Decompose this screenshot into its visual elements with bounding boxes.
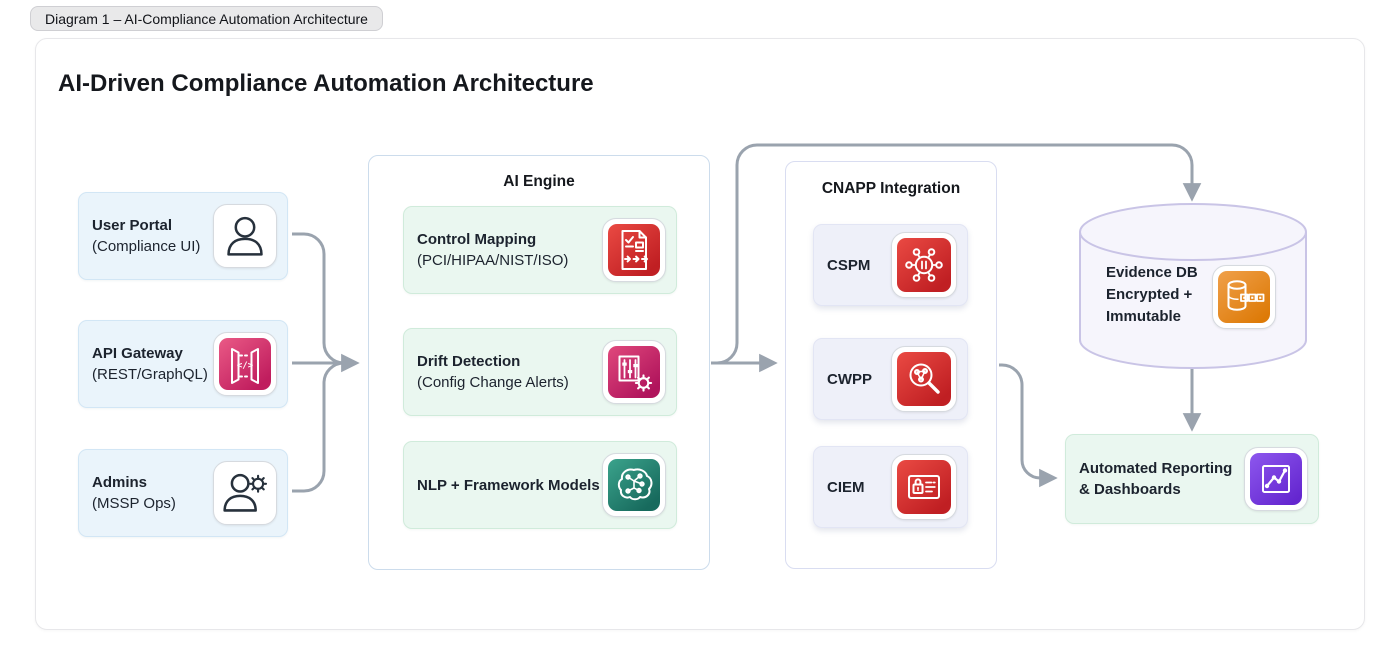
page-title: AI-Driven Compliance Automation Architec… — [58, 70, 594, 97]
node-automated-reporting: Automated Reporting & Dashboards — [1065, 434, 1319, 524]
diagram-caption-pill: Diagram 1 – AI-Compliance Automation Arc… — [30, 6, 383, 31]
ciem-id-lock-icon — [891, 454, 957, 520]
evidence-db-line1: Evidence DB — [1106, 264, 1198, 281]
node-title: Automated Reporting — [1079, 460, 1233, 477]
node-ciem-label: CIEM — [827, 477, 865, 498]
node-admins: Admins (MSSP Ops) — [78, 449, 288, 537]
node-subtitle: (REST/GraphQL) — [92, 366, 208, 383]
node-control-mapping-label: Control Mapping (PCI/HIPAA/NIST/ISO) — [417, 229, 568, 271]
node-reporting-label: Automated Reporting & Dashboards — [1079, 458, 1232, 500]
node-subtitle: (PCI/HIPAA/NIST/ISO) — [417, 252, 569, 269]
drift-detection-icon — [602, 340, 666, 404]
cspm-hub-icon — [891, 232, 957, 298]
node-title: User Portal — [92, 217, 173, 234]
node-admins-label: Admins (MSSP Ops) — [92, 472, 176, 514]
dashboard-chart-icon — [1244, 447, 1308, 511]
node-user-portal: User Portal (Compliance UI) — [78, 192, 288, 280]
evidence-db-line3: Immutable — [1106, 308, 1182, 325]
cwpp-magnifier-icon — [891, 346, 957, 412]
node-title: API Gateway — [92, 345, 183, 362]
node-user-portal-label: User Portal (Compliance UI) — [92, 215, 200, 257]
node-subtitle: (MSSP Ops) — [92, 495, 176, 512]
node-cspm-label: CSPM — [827, 255, 870, 276]
node-title: Admins — [92, 474, 148, 491]
node-drift-detection-label: Drift Detection (Config Change Alerts) — [417, 351, 569, 393]
node-title-line2: & Dashboards — [1079, 481, 1181, 498]
cnapp-title: CNAPP Integration — [821, 180, 961, 197]
node-nlp-framework-models: NLP + Framework Models — [403, 441, 677, 529]
node-drift-detection: Drift Detection (Config Change Alerts) — [403, 328, 677, 416]
control-mapping-icon — [602, 218, 666, 282]
node-api-gateway: API Gateway (REST/GraphQL) </> — [78, 320, 288, 408]
node-title: CSPM — [827, 256, 871, 274]
database-ledger-icon — [1212, 265, 1276, 329]
node-nlp-label: NLP + Framework Models — [417, 475, 600, 496]
node-title: Drift Detection — [417, 353, 521, 370]
node-cspm: CSPM — [813, 224, 968, 306]
evidence-db-line2: Encrypted + — [1106, 286, 1193, 303]
person-icon — [213, 204, 277, 268]
node-title: NLP + Framework Models — [417, 476, 600, 494]
nlp-framework-icon — [602, 453, 666, 517]
api-gateway-icon: </> — [213, 332, 277, 396]
node-cwpp-label: CWPP — [827, 369, 872, 390]
node-control-mapping: Control Mapping (PCI/HIPAA/NIST/ISO) — [403, 206, 677, 294]
node-title: CIEM — [827, 478, 865, 496]
api-glyph-text: </> — [237, 361, 254, 371]
node-api-gateway-label: API Gateway (REST/GraphQL) — [92, 343, 208, 385]
node-cwpp: CWPP — [813, 338, 968, 420]
node-ciem: CIEM — [813, 446, 968, 528]
diagram-caption: Diagram 1 – AI-Compliance Automation Arc… — [45, 10, 368, 27]
person-gear-icon — [213, 461, 277, 525]
node-subtitle: (Compliance UI) — [92, 238, 201, 255]
node-title: Control Mapping — [417, 231, 537, 248]
evidence-db-label: Evidence DB Encrypted + Immutable — [1106, 262, 1198, 328]
node-subtitle: (Config Change Alerts) — [417, 374, 569, 391]
ai-engine-title: AI Engine — [503, 173, 575, 190]
node-title: CWPP — [827, 370, 872, 388]
